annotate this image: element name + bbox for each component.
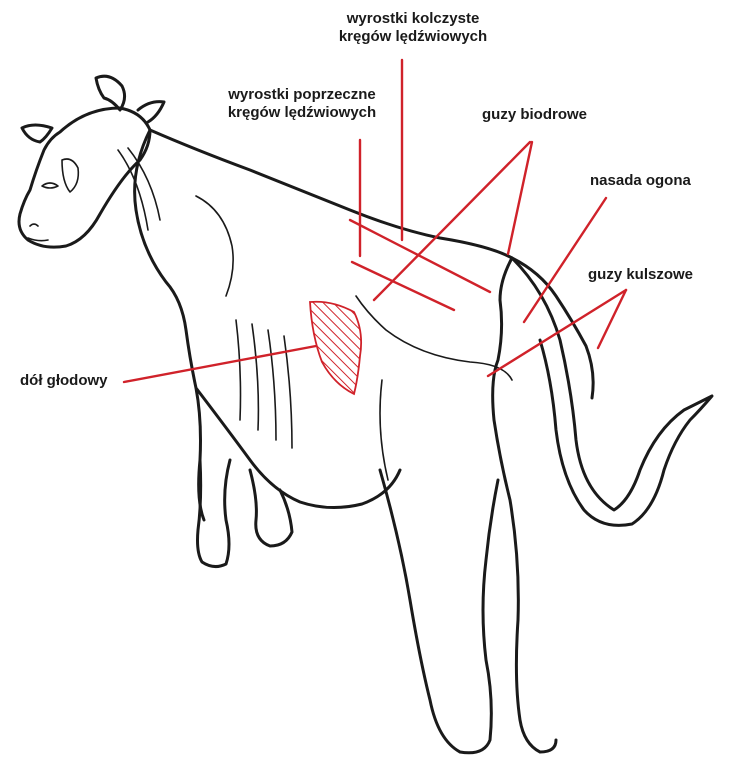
leader-tail-base — [524, 198, 606, 322]
rib-line — [236, 320, 241, 420]
label-spinous-processes: wyrostki kolczyste kręgów lędźwiowych — [306, 10, 520, 46]
label-transverse-processes: wyrostki poprzeczne kręgów lędźwiowych — [200, 86, 404, 122]
label-tail-base: nasada ogona — [590, 172, 691, 190]
label-spinous-line2: kręgów lędźwiowych — [306, 28, 520, 46]
cow-body-outline — [135, 130, 594, 520]
label-transverse-line1: wyrostki poprzeczne — [200, 86, 404, 104]
rib-line — [252, 324, 258, 430]
leader-hip-tuber-1 — [374, 142, 530, 300]
label-spinous-line1: wyrostki kolczyste — [306, 10, 520, 28]
thigh-contour — [380, 380, 388, 480]
right-horn — [22, 125, 52, 142]
label-ischial-tuber: guzy kulszowe — [588, 266, 693, 284]
label-hip-tuber: guzy biodrowe — [482, 106, 587, 124]
label-hunger-fossa: dół głodowy — [20, 372, 108, 390]
cow-eye — [42, 183, 58, 188]
hindquarter-outline — [493, 258, 556, 752]
hip-contour — [356, 296, 512, 380]
label-transverse-line2: kręgów lędźwiowych — [200, 104, 404, 122]
hunger-fossa-hatched-area — [310, 302, 361, 394]
spinous-process-marker — [350, 220, 490, 292]
leader-hip-tuber-2 — [508, 142, 532, 254]
cow-ear — [62, 159, 78, 192]
neck-fold — [118, 150, 148, 230]
rear-leg-near — [380, 470, 498, 753]
shoulder-contour — [196, 196, 233, 296]
rib-line — [268, 330, 276, 440]
left-horn — [96, 76, 125, 110]
cow-nostril — [30, 224, 38, 226]
